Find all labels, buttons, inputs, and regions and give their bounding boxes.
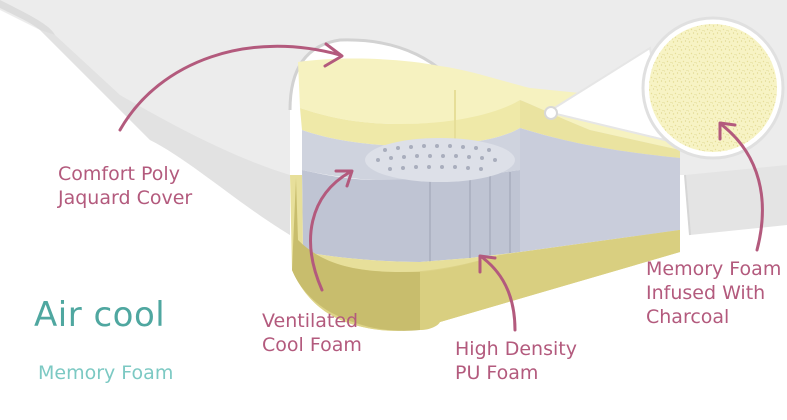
label-comfort-poly-cover: Comfort Poly Jaquard Cover bbox=[58, 163, 192, 211]
pu-foam-base-layer bbox=[290, 175, 680, 331]
brand-subtitle: Memory Foam bbox=[38, 362, 174, 384]
label-line: Comfort Poly bbox=[58, 163, 180, 185]
ventilated-cool-foam-layer bbox=[302, 128, 680, 262]
label-line: Ventilated bbox=[262, 310, 359, 332]
ventilation-holes bbox=[376, 144, 497, 171]
label-line: Cool Foam bbox=[262, 333, 362, 356]
label-line: Infused With bbox=[646, 281, 766, 304]
label-high-density-pu-foam: High Density PU Foam bbox=[455, 338, 577, 386]
brand-title: Air cool bbox=[34, 295, 166, 335]
label-line: PU Foam bbox=[455, 361, 539, 384]
label-line: High Density bbox=[455, 338, 577, 360]
arrowhead-cover bbox=[323, 42, 344, 68]
arrowhead-charcoal bbox=[718, 121, 737, 141]
label-line: Charcoal bbox=[646, 305, 730, 328]
arrow-ventilated bbox=[309, 170, 352, 292]
magnifier bbox=[544, 16, 785, 160]
label-ventilated-cool-foam: Ventilated Cool Foam bbox=[262, 310, 362, 358]
arrowhead-ventilated bbox=[334, 169, 354, 188]
arrow-pu bbox=[481, 256, 517, 332]
label-line: Memory Foam bbox=[646, 258, 782, 280]
arrowhead-pu bbox=[478, 254, 497, 274]
arrow-charcoal bbox=[720, 123, 764, 252]
label-line: Jaquard Cover bbox=[58, 186, 193, 209]
label-memory-foam-charcoal: Memory Foam Infused With Charcoal bbox=[646, 258, 781, 329]
arrow-cover bbox=[118, 44, 342, 132]
memory-foam-layer bbox=[298, 58, 680, 158]
